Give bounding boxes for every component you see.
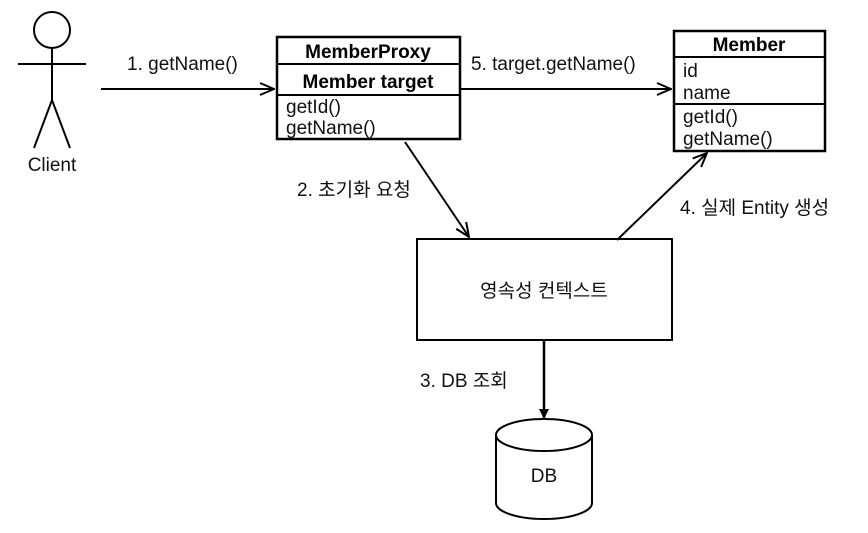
proxy-box bbox=[275, 35, 462, 141]
member-proxy-class: MemberProxy Member target getId() getNam… bbox=[275, 35, 462, 141]
client-label: Client bbox=[28, 155, 77, 176]
context-label: 영속성 컨텍스트 bbox=[480, 280, 608, 302]
actor-head-icon bbox=[33, 11, 71, 49]
member-field: id bbox=[683, 61, 698, 82]
step-5-label: 5. target.getName() bbox=[471, 54, 636, 75]
database: DB bbox=[495, 418, 593, 520]
actor-left-leg bbox=[33, 99, 53, 149]
context-box bbox=[416, 238, 673, 341]
client-actor: Client bbox=[18, 11, 86, 176]
member-method: getName() bbox=[683, 129, 773, 150]
step-2-label: 2. 초기화 요청 bbox=[297, 179, 411, 201]
member-method: getId() bbox=[683, 107, 738, 128]
proxy-title: MemberProxy bbox=[305, 42, 431, 63]
persistence-context: 영속성 컨텍스트 bbox=[416, 238, 673, 341]
step-3-label: 3. DB 조회 bbox=[420, 370, 508, 392]
arrow-init-request bbox=[404, 141, 469, 237]
proxy-method: getId() bbox=[286, 97, 341, 118]
arrow-create-entity bbox=[616, 153, 707, 241]
proxy-field: Member target bbox=[303, 72, 435, 93]
member-entity-class: Member id name getId() getName() bbox=[672, 29, 827, 153]
step-1-label: 1. getName() bbox=[127, 54, 238, 75]
member-box bbox=[672, 29, 827, 153]
member-title: Member bbox=[713, 35, 786, 56]
db-cylinder-top bbox=[495, 418, 593, 452]
db-cylinder-body bbox=[495, 435, 593, 520]
proxy-method: getName() bbox=[286, 118, 376, 139]
step-4-label: 4. 실제 Entity 생성 bbox=[680, 197, 829, 219]
db-label: DB bbox=[531, 466, 557, 487]
actor-right-leg bbox=[51, 99, 71, 149]
member-field: name bbox=[683, 83, 731, 104]
